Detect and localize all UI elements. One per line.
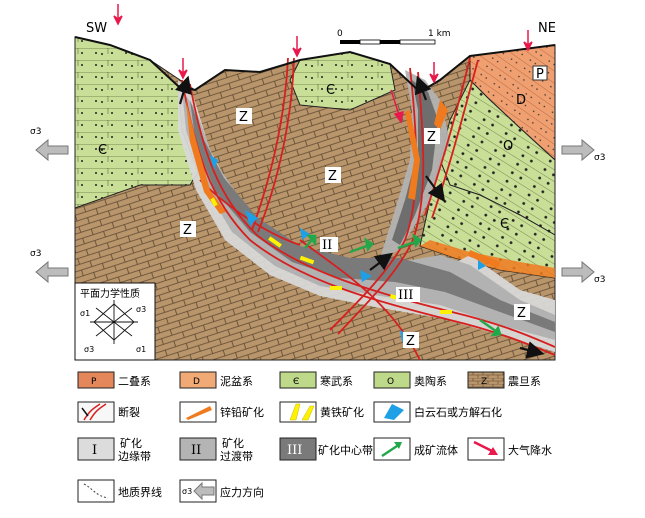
fluid-arrows xyxy=(304,233,502,337)
label-sinian-4: Z xyxy=(427,130,436,145)
legend-znpb: 锌铅矿化 xyxy=(179,401,264,423)
legend-sinian: Z 震旦系 xyxy=(467,371,541,389)
svg-text:σ3: σ3 xyxy=(30,127,41,137)
label-permian: P xyxy=(536,67,544,82)
label-sinian-3: Z xyxy=(183,223,192,238)
rain-arrows xyxy=(113,4,533,124)
scale-bar: 0 1 km xyxy=(337,29,451,45)
svg-text:成矿流体: 成矿流体 xyxy=(414,443,458,457)
label-cambrian-left: Є xyxy=(98,143,107,158)
svg-text:III: III xyxy=(287,443,302,458)
legend-permian: P 二叠系 xyxy=(77,371,151,389)
label-sinian-5: Z xyxy=(517,306,526,321)
label-ordovician: O xyxy=(503,139,513,154)
svg-text:Z: Z xyxy=(481,377,487,387)
legend-pyrite: 黄铁矿化 xyxy=(279,401,364,423)
svg-text:D: D xyxy=(193,377,200,387)
inset-title: 平面力学性质 xyxy=(80,287,140,300)
legend-dolomite: 白云石或方解石化 xyxy=(373,401,502,423)
svg-text:地质界线: 地质界线 xyxy=(118,485,162,499)
svg-text:σ3: σ3 xyxy=(594,153,605,163)
svg-text:断裂: 断裂 xyxy=(118,405,140,419)
svg-text:锌铅矿化: 锌铅矿化 xyxy=(220,405,264,419)
stress-arrow-left-upper xyxy=(35,138,69,162)
legend-boundary: 地质界线 xyxy=(77,479,162,503)
svg-text:I: I xyxy=(92,443,97,458)
stress-arrow-left-lower xyxy=(35,260,69,284)
svg-text:O: O xyxy=(387,377,394,387)
label-sinian-1: Z xyxy=(239,110,248,125)
svg-text:σ1: σ1 xyxy=(136,345,146,354)
label-sinian-6: Z xyxy=(406,334,415,349)
legend-devonian: D 泥盆系 xyxy=(179,371,253,389)
legend-fluid: 成矿流体 xyxy=(373,437,458,461)
svg-text:大气降水: 大气降水 xyxy=(508,443,552,457)
stress-arrow-right-upper xyxy=(561,138,595,162)
svg-text:σ3: σ3 xyxy=(594,275,605,285)
label-sinian-2: Z xyxy=(328,169,337,184)
svg-text:二叠系: 二叠系 xyxy=(118,375,151,388)
displacement-arrows xyxy=(175,75,545,359)
svg-text:泥盆系: 泥盆系 xyxy=(220,374,253,388)
svg-text:寒武系: 寒武系 xyxy=(320,374,353,388)
svg-text:矿化中心带: 矿化中心带 xyxy=(318,443,373,457)
svg-text:黄铁矿化: 黄铁矿化 xyxy=(320,405,364,419)
svg-text:应力方向: 应力方向 xyxy=(220,485,264,499)
svg-text:σ1: σ1 xyxy=(80,309,90,318)
legend-fault: 断裂 xyxy=(77,401,140,423)
zone-transition-belt xyxy=(182,90,555,340)
svg-text:震旦系: 震旦系 xyxy=(508,375,541,388)
svg-text:P: P xyxy=(91,377,97,387)
svg-text:奥陶系: 奥陶系 xyxy=(414,374,447,388)
label-zone-iii: III xyxy=(398,288,413,303)
scale-end: 1 km xyxy=(428,29,451,39)
stress-arrows: σ3 σ3 σ3 σ3 xyxy=(30,127,605,285)
svg-text:σ3: σ3 xyxy=(136,305,146,314)
svg-text:II: II xyxy=(191,443,201,458)
legend-rain: 大气降水 xyxy=(467,437,552,461)
svg-text:矿化: 矿化 xyxy=(222,436,244,450)
svg-text:过渡带: 过渡带 xyxy=(220,449,253,463)
topographic-profile xyxy=(74,36,556,94)
legend-zone-edge: I 矿化 边缘带 xyxy=(77,436,151,463)
stress-arrow-right-lower xyxy=(561,260,595,284)
svg-text:σ3: σ3 xyxy=(182,487,192,496)
legend-cambrian: Є 寒武系 xyxy=(279,371,353,389)
svg-text:σ3: σ3 xyxy=(84,345,94,354)
legend-zone-center: III 矿化中心带 xyxy=(279,437,373,461)
legend-zone-transition: II 矿化 过渡带 xyxy=(179,436,253,463)
legend-stress: σ3 应力方向 xyxy=(179,479,264,503)
svg-text:σ3: σ3 xyxy=(30,249,41,259)
svg-text:白云石或方解石化: 白云石或方解石化 xyxy=(414,405,502,419)
svg-text:矿化: 矿化 xyxy=(120,436,142,450)
svg-text:Є: Є xyxy=(293,377,299,387)
label-cambrian-top: Є xyxy=(326,83,335,98)
label-cambrian-right: Є xyxy=(500,217,509,232)
legend: P 二叠系 D 泥盆系 Є 寒武系 O 奥陶系 Z 震旦系 断裂 xyxy=(77,371,552,503)
label-zone-ii: II xyxy=(322,238,332,253)
scale-start: 0 xyxy=(337,29,343,39)
label-devonian: D xyxy=(516,93,526,108)
svg-text:边缘带: 边缘带 xyxy=(118,450,151,463)
legend-ordovician: O 奥陶系 xyxy=(373,371,447,389)
stress-inset: 平面力学性质 σ1 σ3 σ3 σ1 xyxy=(74,282,156,361)
ne-label: NE xyxy=(538,21,556,36)
map-labels: Є Є Є P D O Z Z Z Z Z Z II III xyxy=(98,65,548,349)
sw-label: SW xyxy=(86,21,107,36)
